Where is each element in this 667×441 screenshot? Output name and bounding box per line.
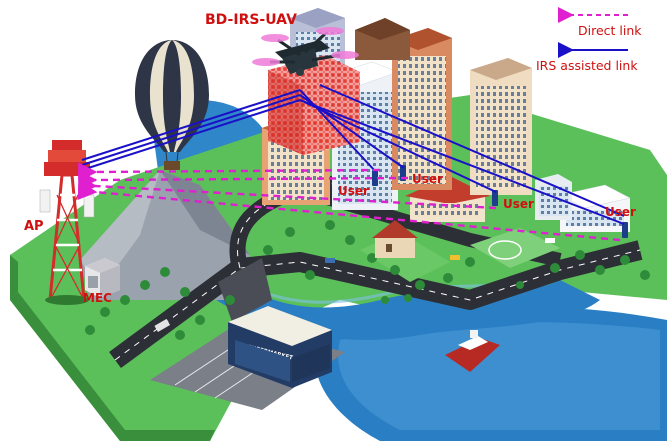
propeller: [261, 34, 289, 42]
car: [450, 255, 460, 260]
propeller: [316, 27, 344, 35]
user-label-2: User: [412, 172, 443, 186]
trees: [85, 220, 650, 340]
uav-drone: [252, 27, 359, 76]
irs-assisted-links: [81, 84, 625, 225]
legend-direct-label: Direct link: [578, 23, 642, 38]
legend: Direct link IRS assisted link: [536, 7, 642, 73]
mec-server: [85, 258, 120, 298]
river: [195, 240, 600, 340]
propeller: [252, 58, 280, 66]
helipad-park: [470, 228, 560, 268]
user-device-3: [492, 190, 498, 206]
legend-irs-label: IRS assisted link: [536, 58, 638, 73]
mec-label: MEC: [83, 291, 112, 305]
bridge: [218, 258, 272, 322]
building-right-tall: [470, 58, 532, 195]
city-background: SUPERMARKET: [10, 8, 667, 441]
user-device-1: [372, 170, 378, 186]
ship: [445, 330, 500, 372]
building-center-blue: [331, 61, 399, 210]
building-brown-top: [355, 18, 410, 60]
car: [154, 318, 171, 332]
direct-links: [77, 162, 621, 242]
car: [545, 238, 555, 243]
user-label-4: User: [605, 205, 636, 219]
user-device-4: [622, 222, 628, 238]
house: [372, 220, 418, 258]
propeller: [331, 51, 359, 59]
user-label-3: User: [503, 197, 534, 211]
hot-air-balloon: [135, 40, 209, 170]
car: [325, 258, 335, 263]
uav-label: BD-IRS-UAV: [205, 12, 297, 28]
supermarket: SUPERMARKET: [228, 306, 332, 388]
user-label-1: User: [338, 184, 369, 198]
ap-label: AP: [24, 219, 44, 234]
